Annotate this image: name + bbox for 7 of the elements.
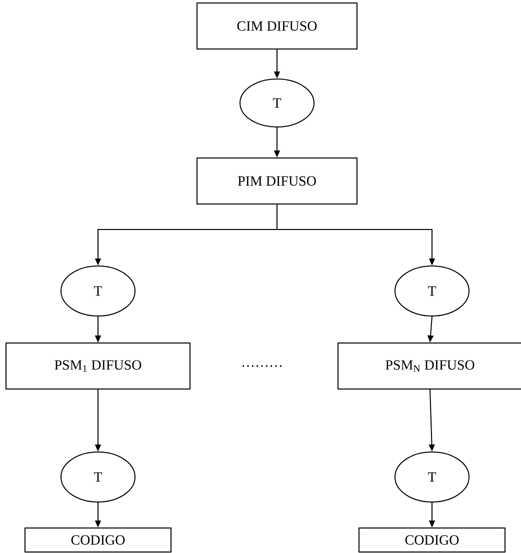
model-box: CODIGO (24, 528, 172, 552)
model-box: CIM DIFUSO (196, 2, 358, 50)
model-box: PSM$_{1}$ DIFUSO (6, 342, 190, 390)
model-box: PSM$_{N}$ DIFUSO (338, 342, 521, 390)
model-box: PIM DIFUSO (196, 158, 358, 204)
model-box: CODIGO (358, 528, 506, 552)
ellipsis-label: ……… (242, 365, 282, 367)
